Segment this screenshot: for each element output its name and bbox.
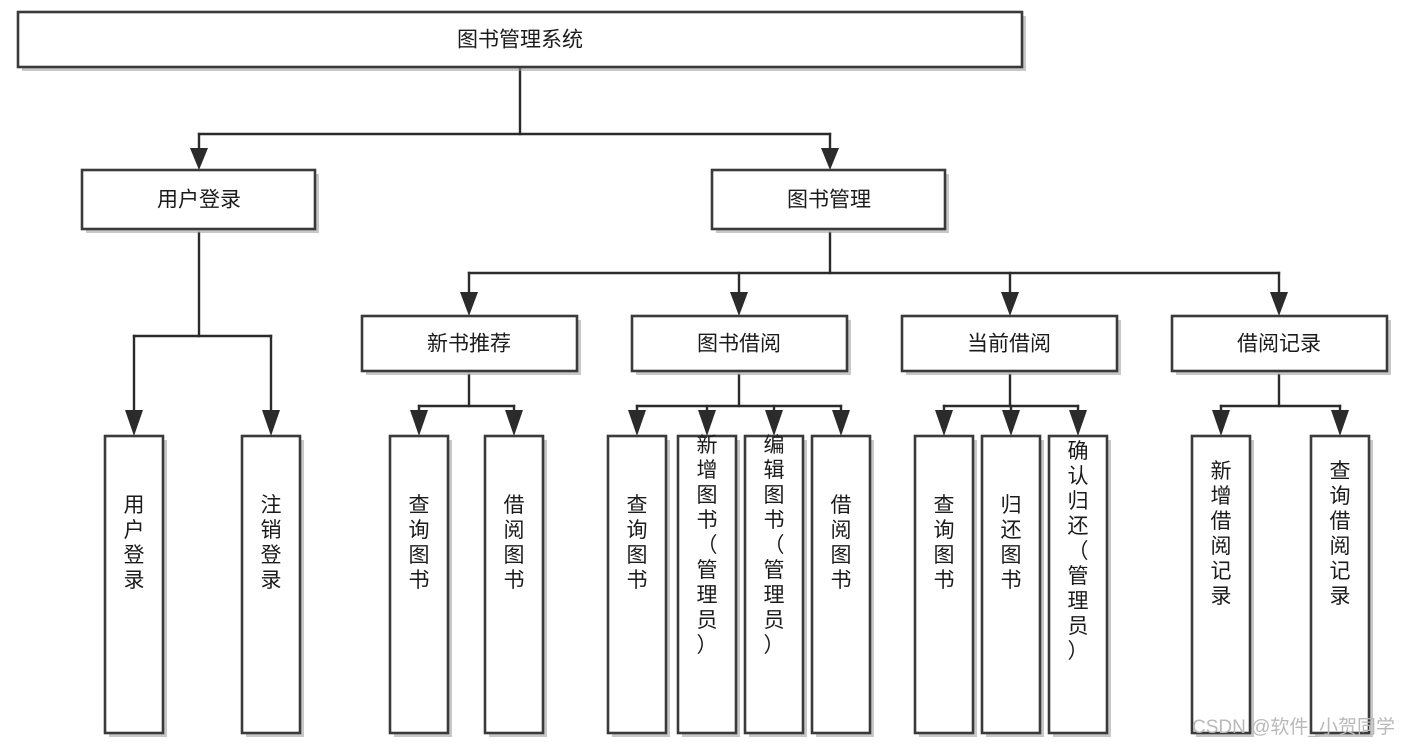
leaf-borrow-3-label: 编辑图书（管理员） xyxy=(764,434,785,657)
connector-group-root xyxy=(190,66,839,170)
node-user-login-label: 用户登录 xyxy=(157,189,241,212)
leaf-user-login-2[interactable]: 注销登录 xyxy=(240,434,304,737)
arrow-bookmgmt-new-book xyxy=(460,292,478,316)
arrow-newbook-leaf1 xyxy=(410,410,428,436)
csdn-watermark: CSDN @软件_小贺同学 xyxy=(1192,716,1395,738)
node-root-label: 图书管理系统 xyxy=(457,29,583,52)
node-borrow-record[interactable]: 借阅记录 xyxy=(1170,314,1391,375)
leaf-current-2-box xyxy=(980,434,1042,735)
leaf-record-2[interactable]: 查询借阅记录 xyxy=(1309,434,1373,737)
node-current-borrow-box xyxy=(900,314,1119,373)
leaf-current-2-label: 归还图书 xyxy=(1001,494,1022,592)
arrow-current-leaf2 xyxy=(1002,410,1020,436)
leaf-borrow-1-label: 查询图书 xyxy=(627,494,648,592)
arrow-bookmgmt-record xyxy=(1270,292,1288,316)
connector-group-borrow xyxy=(628,373,850,436)
node-user-login[interactable]: 用户登录 xyxy=(80,168,319,233)
leaf-borrow-1[interactable]: 查询图书 xyxy=(606,434,670,737)
arrow-userlogin-leaf1 xyxy=(125,410,143,436)
leaf-user-login-1-label: 用户登录 xyxy=(124,494,145,592)
arrow-userlogin-leaf2 xyxy=(262,410,280,436)
leaf-new-book-2[interactable]: 借阅图书 xyxy=(483,434,547,737)
node-new-book-recommend-box xyxy=(360,314,579,373)
leaf-borrow-2-label: 新增图书（管理员） xyxy=(697,434,718,657)
node-book-management-label: 图书管理 xyxy=(787,189,871,212)
node-borrow-record-box xyxy=(1170,314,1389,373)
node-book-management[interactable]: 图书管理 xyxy=(710,168,949,233)
node-new-book-recommend[interactable]: 新书推荐 xyxy=(360,314,581,375)
arrow-bookmgmt-current xyxy=(1001,292,1019,316)
leaf-new-book-1[interactable]: 查询图书 xyxy=(388,434,452,737)
leaf-user-login-2-label: 注销登录 xyxy=(261,494,282,592)
leaf-record-1-box xyxy=(1190,434,1252,735)
leaf-new-book-2-label: 借阅图书 xyxy=(504,494,525,592)
leaf-user-login-1-box xyxy=(103,434,165,735)
leaf-current-3-label: 确认归还（管理员） xyxy=(1068,440,1089,663)
node-borrow-record-label: 借阅记录 xyxy=(1237,333,1321,356)
leaf-borrow-1-box xyxy=(606,434,668,735)
arrow-record-leaf1 xyxy=(1212,410,1230,436)
leaf-current-1-label: 查询图书 xyxy=(934,494,955,592)
connector-group-book-mgmt xyxy=(460,231,1288,316)
leaf-borrow-3[interactable]: 编辑图书（管理员） xyxy=(743,434,807,737)
leaf-borrow-2-box xyxy=(676,434,738,735)
leaf-record-2-label: 查询借阅记录 xyxy=(1330,460,1351,608)
node-root[interactable]: 图书管理系统 xyxy=(16,10,1026,71)
connector-group-user-login xyxy=(125,231,280,436)
arrow-root-to-book-mgmt xyxy=(821,148,839,170)
node-book-borrow-box xyxy=(630,314,849,373)
arrow-record-leaf2 xyxy=(1331,410,1349,436)
node-root-box xyxy=(16,10,1024,69)
node-current-borrow-label: 当前借阅 xyxy=(967,333,1051,356)
leaf-user-login-1[interactable]: 用户登录 xyxy=(103,434,167,737)
connector-group-new-book xyxy=(410,373,523,436)
node-current-borrow[interactable]: 当前借阅 xyxy=(900,314,1121,375)
arrow-borrow-leaf3 xyxy=(765,410,783,436)
arrow-current-leaf1 xyxy=(935,410,953,436)
leaf-current-3[interactable]: 确认归还（管理员） xyxy=(1047,434,1111,737)
node-book-borrow[interactable]: 图书借阅 xyxy=(630,314,851,375)
leaf-user-login-2-box xyxy=(240,434,302,735)
arrow-bookmgmt-borrow xyxy=(730,292,748,316)
arrow-borrow-leaf1 xyxy=(628,410,646,436)
node-book-management-box xyxy=(710,168,947,231)
leaf-current-1[interactable]: 查询图书 xyxy=(913,434,977,737)
connector-group-current xyxy=(935,373,1087,436)
leaf-new-book-1-label: 查询图书 xyxy=(409,494,430,592)
node-book-borrow-label: 图书借阅 xyxy=(697,333,781,356)
arrow-borrow-leaf4 xyxy=(832,410,850,436)
leaf-borrow-3-box xyxy=(743,434,805,735)
leaf-current-1-box xyxy=(913,434,975,735)
node-user-login-box xyxy=(80,168,317,231)
arrow-current-leaf3 xyxy=(1069,410,1087,436)
connector-group-record xyxy=(1212,373,1349,436)
leaf-record-1[interactable]: 新增借阅记录 xyxy=(1190,434,1254,737)
leaf-current-3-box xyxy=(1047,434,1109,735)
leaf-borrow-4-box xyxy=(810,434,872,735)
leaf-record-1-label: 新增借阅记录 xyxy=(1211,460,1232,608)
leaf-record-2-box xyxy=(1309,434,1371,735)
leaf-borrow-2[interactable]: 新增图书（管理员） xyxy=(676,434,740,737)
arrow-borrow-leaf2 xyxy=(698,410,716,436)
leaf-new-book-1-box xyxy=(388,434,450,735)
arrow-newbook-leaf2 xyxy=(505,410,523,436)
leaf-current-2[interactable]: 归还图书 xyxy=(980,434,1044,737)
node-new-book-recommend-label: 新书推荐 xyxy=(427,333,511,356)
leaf-new-book-2-box xyxy=(483,434,545,735)
arrow-root-to-user-login xyxy=(190,148,208,170)
leaf-borrow-4-label: 借阅图书 xyxy=(831,494,852,592)
leaf-borrow-4[interactable]: 借阅图书 xyxy=(810,434,874,737)
